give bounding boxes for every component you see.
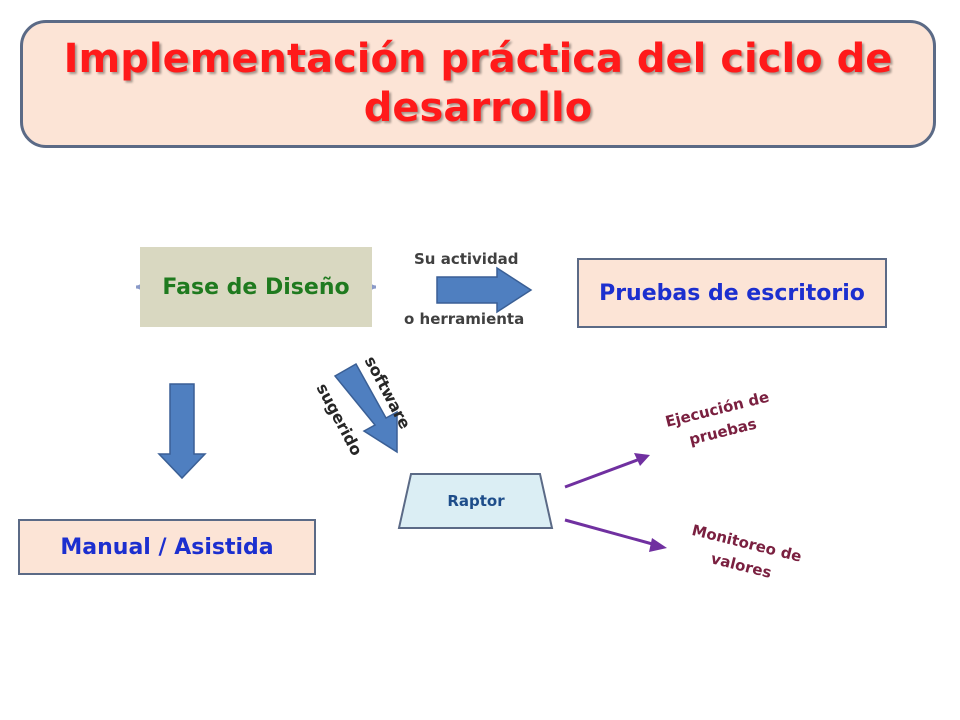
arrow-to-monitoreo	[564, 518, 657, 547]
right-arrow	[436, 266, 533, 314]
down-arrow	[157, 383, 207, 480]
slide-title: Implementación práctica del ciclo de des…	[63, 36, 893, 131]
manual-asistida-label: Manual / Asistida	[60, 534, 274, 560]
arrow-to-ejecucion	[564, 457, 641, 489]
manual-asistida-box: Manual / Asistida	[18, 519, 316, 575]
o-herramienta-label: o herramienta	[404, 310, 525, 328]
fase-diseno-label: Fase de Diseño	[162, 274, 350, 300]
title-banner: Implementación práctica del ciclo de des…	[20, 20, 936, 148]
pruebas-escritorio-box: Pruebas de escritorio	[577, 258, 887, 328]
su-actividad-label: Su actividad	[414, 250, 519, 268]
fase-diseno-box: Fase de Diseño	[140, 247, 372, 327]
raptor-shape	[397, 473, 554, 529]
diagonal-arrow	[333, 362, 398, 454]
pruebas-escritorio-label: Pruebas de escritorio	[599, 280, 865, 306]
raptor-label: Raptor	[447, 492, 505, 510]
